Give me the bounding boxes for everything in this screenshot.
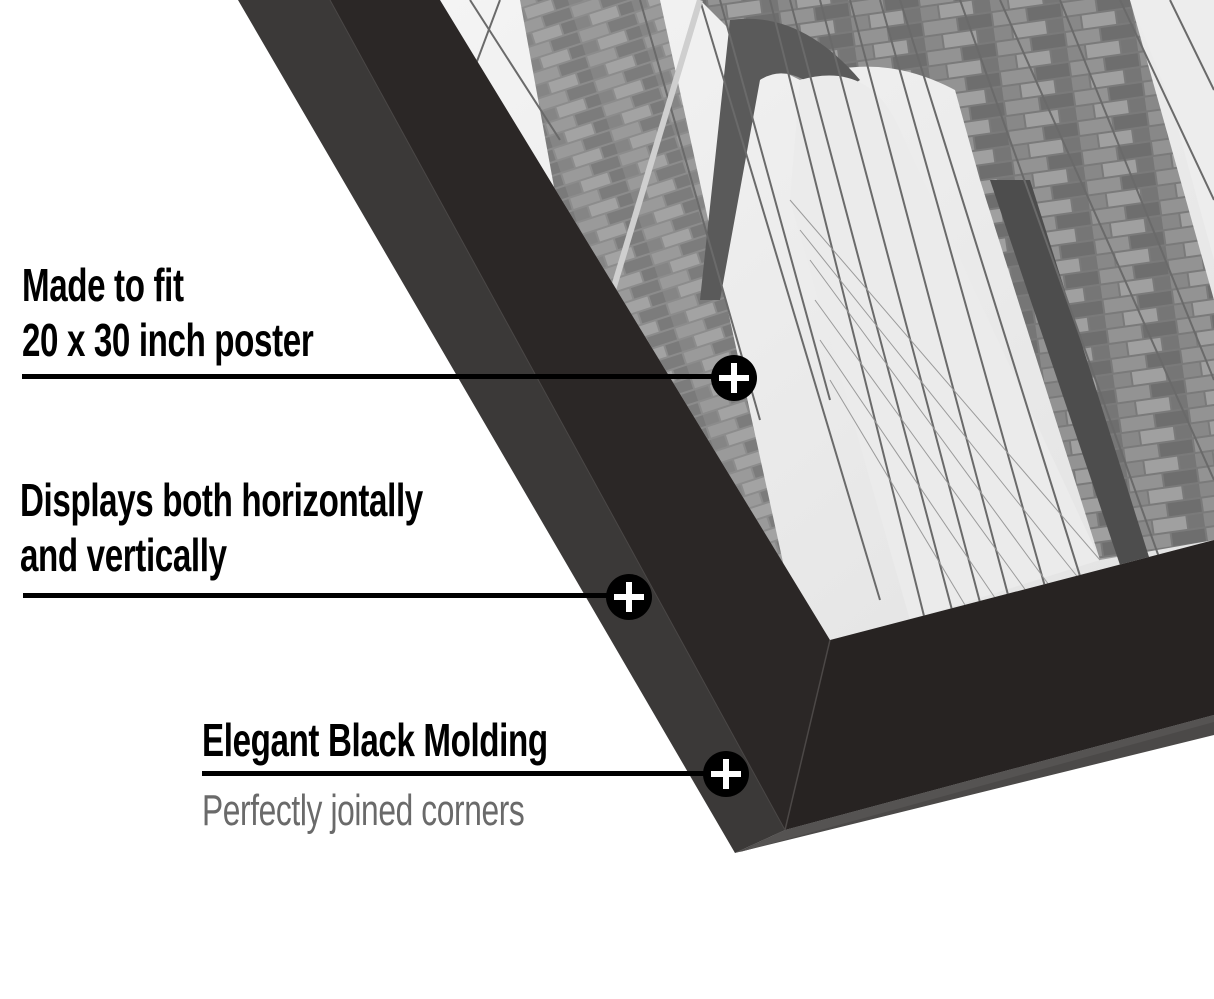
callout-orientation-line2: and vertically xyxy=(20,529,227,581)
molding-face-bottom xyxy=(785,540,1214,830)
outer-edge-left xyxy=(238,0,785,853)
plus-circle-icon xyxy=(703,751,749,797)
callout-molding-subtext: Perfectly joined corners xyxy=(202,786,525,835)
callout-fit-line2: 20 x 30 inch poster xyxy=(22,314,314,366)
callout-orientation-line1: Displays both horizontally xyxy=(20,474,423,526)
callout-molding-title: Elegant Black Molding xyxy=(202,714,548,766)
callout-fit-line1: Made to fit xyxy=(22,259,184,311)
plus-circle-icon xyxy=(711,355,757,401)
molding-face-left xyxy=(330,0,830,830)
plus-circle-icon xyxy=(606,574,652,620)
callout-molding-leader-line xyxy=(202,771,712,776)
callout-orientation-leader-line xyxy=(23,593,613,598)
callout-fit-leader-line xyxy=(22,374,722,379)
